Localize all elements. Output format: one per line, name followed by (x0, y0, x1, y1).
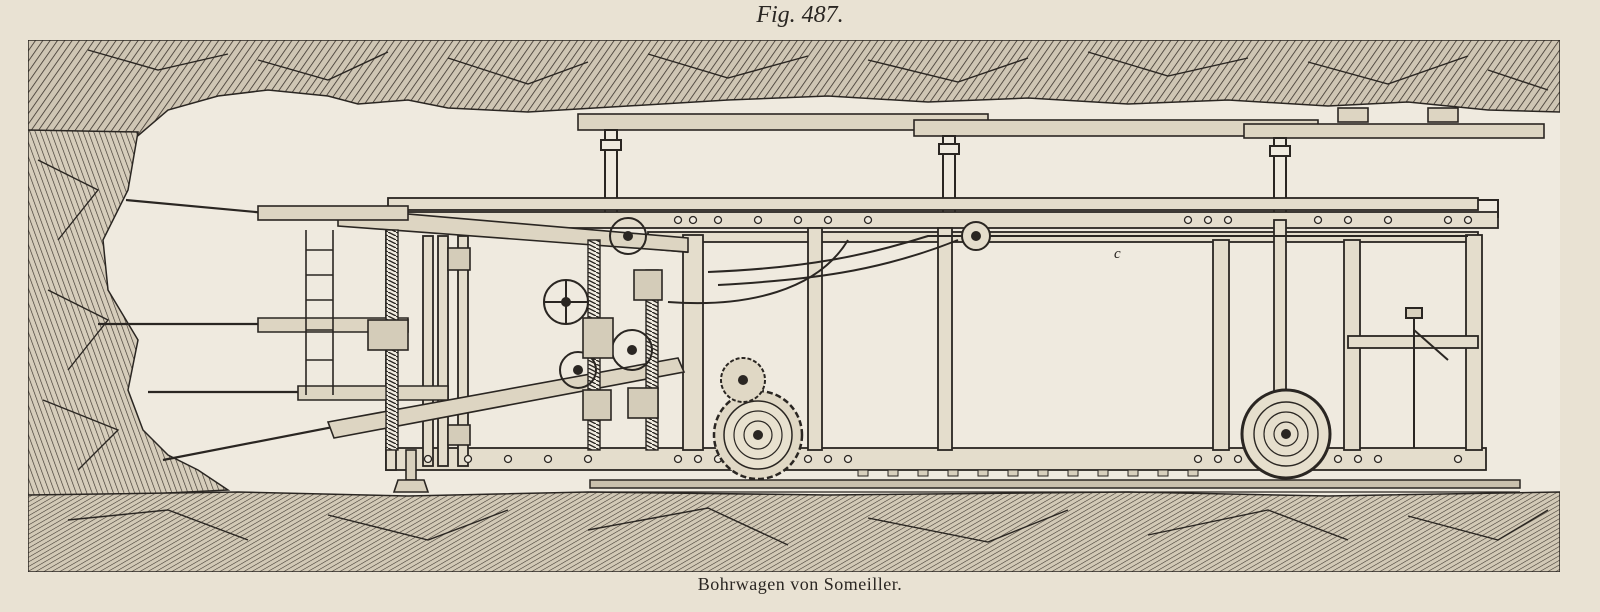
air-pipes (667, 199, 1499, 305)
left-rock-face (27, 129, 231, 501)
rear-wheel (1240, 388, 1332, 480)
engraving-plate: c (27, 39, 1561, 573)
small-gear (720, 357, 766, 403)
overhead-beams (577, 107, 1545, 139)
drive-gear (712, 389, 804, 481)
ceiling-rock (27, 39, 1561, 141)
front-crossbar (257, 205, 409, 221)
floor-rock-facets (67, 507, 1549, 546)
handwheels (543, 217, 653, 389)
pressure-valve-hub (971, 231, 981, 241)
part-letter: c (1114, 246, 1121, 262)
brake-lever (1405, 307, 1449, 448)
figure-number: Fig. 487. (756, 2, 844, 28)
frame-rivets (423, 215, 1473, 464)
jack-stand (392, 449, 430, 493)
left-rock-facets (37, 159, 120, 471)
rail-track (589, 479, 1521, 489)
ceiling-rock-facets (87, 49, 1549, 91)
figure-caption: Bohrwagen von Someiller. (697, 574, 903, 594)
floor-rock (27, 491, 1561, 573)
gear-blocks (367, 247, 663, 446)
engraving-drawing: c (27, 39, 1561, 573)
ladder (305, 230, 334, 395)
rack-teeth (857, 469, 1199, 477)
